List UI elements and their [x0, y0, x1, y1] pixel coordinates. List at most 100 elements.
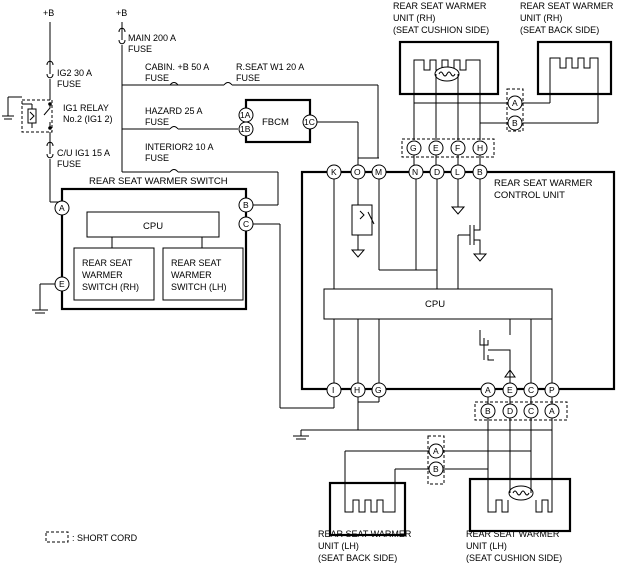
- lh-back-unit: A B REAR SEAT WARMER UNIT (LH) (SEAT BAC…: [318, 418, 532, 563]
- rh-cushion-connector: G E F H: [401, 138, 495, 165]
- interior2-fuse-label-1: INTERIOR2 10 A: [145, 142, 214, 152]
- main200-fuse-label-2: FUSE: [128, 44, 152, 54]
- main200-fuse-label-1: MAIN 200 A: [128, 33, 176, 43]
- switch-lh-line3: SWITCH (LH): [171, 282, 227, 292]
- bottom-ground: [293, 397, 552, 440]
- rh-cushion-unit: REAR SEAT WARMER UNIT (RH) (SEAT CUSHION…: [393, 1, 508, 140]
- control-pin-c: C: [528, 385, 534, 395]
- control-pin-l: L: [455, 167, 460, 177]
- lh-cushion-conn-a: A: [549, 406, 555, 416]
- rseat-fuse-label-2: FUSE: [236, 73, 260, 83]
- lh-back-label-2: UNIT (LH): [318, 541, 359, 551]
- control-title-1: REAR SEAT WARMER: [494, 178, 593, 189]
- ig1-relay-label-1: IG1 RELAY: [63, 103, 109, 113]
- control-pin-p: P: [549, 385, 555, 395]
- rear-seat-warmer-switch: REAR SEAT WARMER SWITCH CPU REAR SEAT WA…: [32, 176, 335, 409]
- switch-rh-line3: SWITCH (RH): [82, 282, 139, 292]
- interior2-fuse-label-2: FUSE: [145, 153, 169, 163]
- lh-cushion-conn-b: B: [485, 406, 491, 416]
- control-title-2: CONTROL UNIT: [494, 190, 565, 201]
- fbcm-box: [244, 98, 312, 144]
- switch-pin-c: C: [243, 219, 249, 229]
- rh-cushion-short-cord: [401, 138, 495, 158]
- b-plus-label-1: +B: [43, 8, 54, 18]
- control-pin-d: D: [434, 167, 440, 177]
- rh-cushion-label-2: UNIT (RH): [393, 13, 435, 23]
- lh-cushion-label-2: UNIT (LH): [466, 541, 507, 551]
- rh-back-unit: REAR SEAT WARMER UNIT (RH) (SEAT BACK SI…: [506, 1, 614, 132]
- switch-lh-box: [162, 247, 244, 301]
- fbcm-pin-1a: 1A: [240, 110, 251, 120]
- ig2-fuse-label-1: IG2 30 A: [57, 68, 92, 78]
- switch-cpu-box: [86, 211, 220, 238]
- main200-fuse-symbol: [118, 27, 126, 45]
- left-power-column: +B IG2 30 A FUSE IG1 RELAY No.2 (IG1 2) …: [2, 8, 113, 208]
- control-pin-g: G: [375, 385, 382, 395]
- fbcm-title: FBCM: [262, 117, 289, 128]
- ig2-fuse-label-2: FUSE: [57, 79, 81, 89]
- lh-back-label-3: (SEAT BACK SIDE): [318, 553, 397, 563]
- rseat-fuse-label-1: R.SEAT W1 20 A: [236, 62, 304, 72]
- legend: : SHORT CORD: [45, 531, 138, 543]
- legend-short-cord-symbol: [45, 531, 69, 543]
- b-plus-label-2: +B: [116, 8, 127, 18]
- lh-back-box: [328, 481, 407, 537]
- control-pin-a: A: [485, 385, 491, 395]
- control-pin-h: H: [354, 385, 360, 395]
- rh-cushion-label-3: (SEAT CUSHION SIDE): [393, 25, 489, 35]
- cabin-fuse-label-2: FUSE: [145, 73, 169, 83]
- rh-cushion-box: [398, 40, 500, 96]
- switch-pin-e: E: [59, 279, 65, 289]
- lh-cushion-label-1: REAR SEAT WARMER: [466, 529, 560, 539]
- rh-back-conn-a: A: [512, 98, 518, 108]
- ig1-relay-coil: [27, 108, 37, 124]
- hazard-fuse-label-1: HAZARD 25 A: [145, 106, 203, 116]
- cabin-fuse-label-1: CABIN. +B 50 A: [145, 62, 209, 72]
- switch-pin-a: A: [59, 203, 65, 213]
- rh-back-conn-b: B: [512, 118, 518, 128]
- control-pin-o: O: [354, 167, 361, 177]
- lh-cushion-connector: B D C A: [474, 397, 568, 421]
- rh-cushion-label-1: REAR SEAT WARMER: [393, 1, 487, 11]
- rh-cushion-conn-e: E: [433, 143, 439, 153]
- legend-label: : SHORT CORD: [72, 533, 138, 543]
- rh-back-short-cord: [506, 88, 524, 132]
- cuig1-fuse-symbol: [46, 141, 54, 159]
- control-ground-symbol: [350, 249, 366, 258]
- lh-cushion-conn-d: D: [507, 406, 513, 416]
- lh-cushion-short-cord: [474, 401, 568, 421]
- switch-rh-line1: REAR SEAT: [82, 258, 133, 268]
- ig1-relay-box: [21, 99, 53, 133]
- switch-lh-line1: REAR SEAT: [171, 258, 222, 268]
- rh-cushion-conn-h: H: [477, 143, 483, 153]
- control-cpu-box: [323, 288, 553, 320]
- control-pin-i: I: [332, 385, 334, 395]
- lh-cushion-unit: REAR SEAT WARMER UNIT (LH) (SEAT CUSHION…: [466, 418, 572, 563]
- lh-back-short-cord: [427, 435, 445, 485]
- rh-back-label-3: (SEAT BACK SIDE): [520, 25, 599, 35]
- control-pin-b: B: [477, 167, 483, 177]
- switch-cpu-label: CPU: [143, 221, 163, 232]
- cuig1-fuse-label-2: FUSE: [57, 159, 81, 169]
- rh-cushion-conn-f: F: [455, 143, 460, 153]
- fbcm-module: FBCM 1A 1B 1C: [238, 98, 359, 166]
- lh-back-label-1: REAR SEAT WARMER: [318, 529, 412, 539]
- rh-back-label-1: REAR SEAT WARMER: [520, 1, 614, 11]
- lh-back-conn-a: A: [433, 446, 439, 456]
- lh-back-conn-b: B: [433, 464, 439, 474]
- ig1-relay-contact: [43, 104, 51, 128]
- rh-cushion-conn-g: G: [410, 143, 417, 153]
- cuig1-fuse-label-1: C/U IG1 15 A: [57, 148, 110, 158]
- switch-pin-b: B: [243, 200, 249, 210]
- switch-rh-box: [73, 247, 155, 301]
- lh-cushion-label-3: (SEAT CUSHION SIDE): [466, 553, 562, 563]
- control-pin-n: N: [412, 167, 418, 177]
- rear-seat-warmer-control-unit: REAR SEAT WARMER CONTROL UNIT CPU K O M …: [300, 157, 616, 398]
- main-power-column: +B MAIN 200 A FUSE CABIN. +B 50 A FUSE R…: [116, 8, 379, 206]
- control-ground-symbol-2: [450, 206, 466, 215]
- fbcm-pin-1b: 1B: [240, 124, 251, 134]
- control-pin-m: M: [375, 167, 382, 177]
- control-pin-e: E: [507, 385, 513, 395]
- control-pin-k: K: [331, 167, 337, 177]
